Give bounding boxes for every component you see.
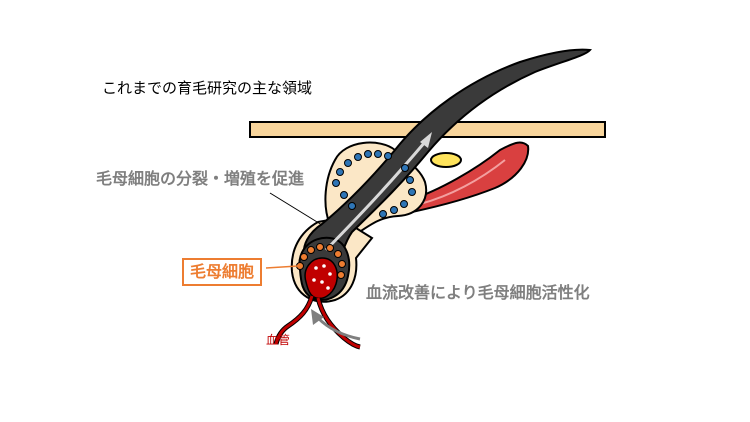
stem-cells [332, 150, 416, 218]
sebaceous-gland [430, 152, 462, 168]
cell [400, 200, 408, 208]
label-cell-division: 毛母細胞の分裂・増殖を促進 [96, 169, 305, 188]
cell [336, 168, 344, 176]
matrix-cells [296, 243, 346, 279]
leader-line-matrix [265, 265, 299, 269]
cell [320, 280, 324, 284]
cell [300, 253, 308, 261]
cell [322, 264, 326, 268]
cell [348, 202, 356, 210]
cell [406, 176, 414, 184]
blood-vessel-left-inner [274, 295, 314, 345]
cell [312, 278, 316, 282]
cell [364, 150, 372, 158]
cell [344, 159, 352, 167]
cell [307, 246, 315, 254]
label-blood-flow: 血流改善により毛母細胞活性化 [366, 283, 590, 302]
growth-arrow-line [324, 141, 427, 252]
cell [334, 250, 342, 258]
cell [340, 191, 348, 199]
cell [316, 243, 324, 251]
cell [314, 266, 318, 270]
growth-arrow-head [420, 132, 432, 148]
leader-line-division [269, 192, 323, 226]
cell [390, 206, 398, 214]
muscle-striation [419, 159, 506, 205]
cell [374, 150, 382, 158]
cell [401, 164, 409, 172]
arrector-pili-muscle [408, 141, 530, 214]
blood-vessel-right-inner [316, 297, 361, 349]
cell [384, 152, 392, 160]
cell [354, 153, 362, 161]
label-blood-vessel: 血管 [266, 333, 291, 347]
cell [379, 210, 387, 218]
papilla-cells [312, 264, 332, 290]
label-hair-matrix-cells: 毛母細胞 [182, 258, 263, 286]
cell [328, 272, 332, 276]
blood-flow-arrow-line [316, 316, 361, 341]
diagram-title: これまでの育毛研究の主な領域 [102, 79, 313, 97]
cell [332, 179, 340, 187]
cell [408, 188, 416, 196]
cell [337, 271, 345, 279]
cell [338, 260, 346, 268]
cell [326, 244, 334, 252]
cell [326, 286, 330, 290]
blood-flow-arrow-head [311, 309, 324, 325]
